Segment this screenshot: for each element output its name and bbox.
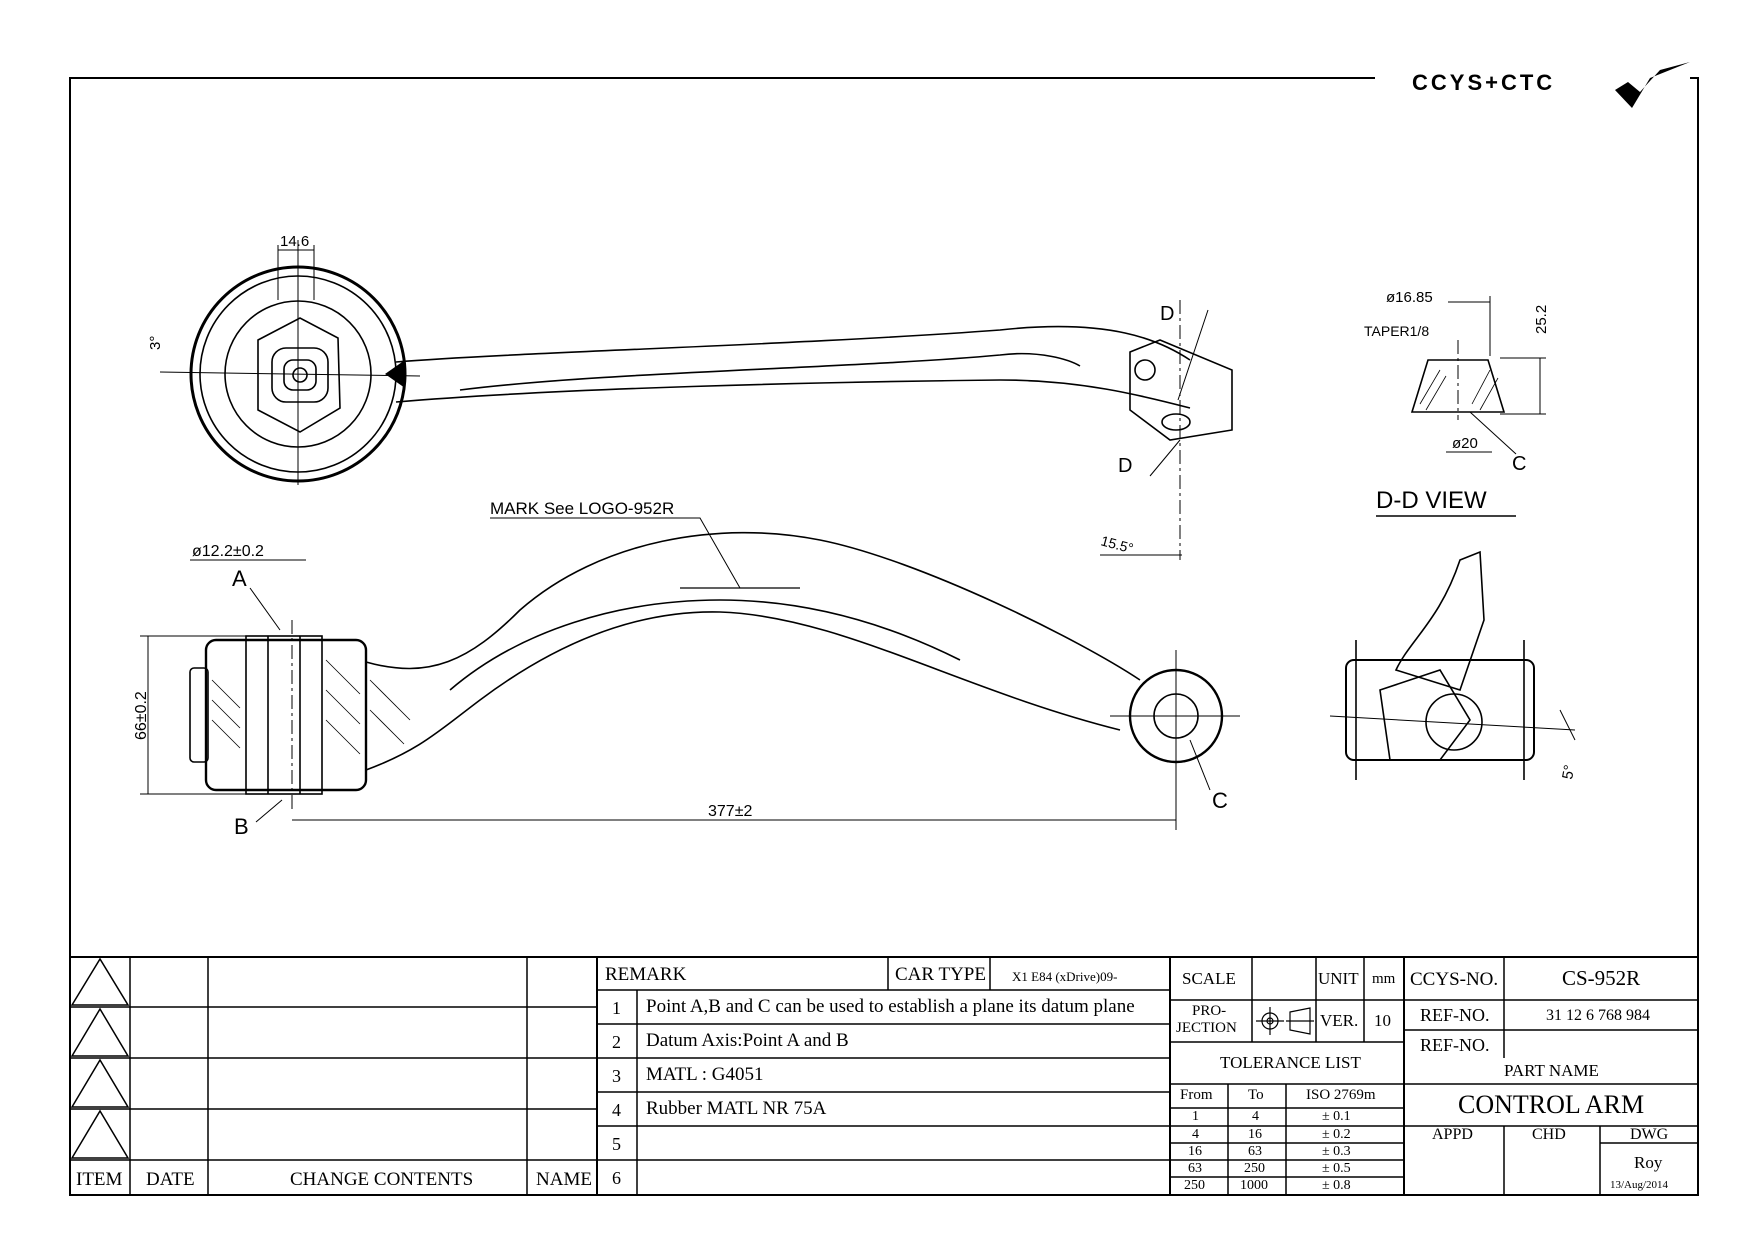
brand-logo-text: CCYS+CTC: [1412, 70, 1555, 95]
dd-view: [1376, 296, 1546, 517]
tol-cell: 1: [1192, 1109, 1199, 1124]
dd-dim-bottom: ø20: [1452, 435, 1478, 452]
rev-header-change: CHANGE CONTENTS: [290, 1169, 474, 1190]
remark-num: 3: [612, 1066, 621, 1086]
end-view: [1329, 550, 1576, 780]
tol-cell: ± 0.2: [1322, 1127, 1351, 1142]
dd-dim-top: ø16.85: [1386, 289, 1433, 306]
end-dim-angle: 5°: [1559, 764, 1578, 781]
rev-header-name: NAME: [536, 1169, 592, 1190]
unit-label: UNIT: [1318, 969, 1359, 988]
tol-cell: 63: [1188, 1161, 1202, 1176]
tol-cell: 250: [1184, 1178, 1205, 1193]
brand-swoosh-icon: [1615, 62, 1690, 108]
dd-view-title: D-D VIEW: [1376, 487, 1487, 514]
point-c-label: C: [1212, 788, 1228, 813]
tolerance-title: TOLERANCE LIST: [1220, 1053, 1361, 1072]
unit-value: mm: [1372, 971, 1396, 987]
remark-num: 2: [612, 1032, 621, 1052]
dim-bore-diameter: ø12.2±0.2: [192, 543, 264, 560]
ccys-no-label: CCYS-NO.: [1410, 969, 1499, 990]
remark-text: Rubber MATL NR 75A: [646, 1098, 827, 1119]
part-name-label: PART NAME: [1504, 1061, 1599, 1080]
projection-label-1: PRO-: [1192, 1003, 1227, 1019]
point-a-label: A: [232, 566, 247, 591]
appd-label: APPD: [1432, 1126, 1473, 1143]
revision-triangles: [70, 957, 130, 1159]
dim-overall-length: 377±2: [708, 803, 752, 820]
projection-symbol-icon: [1256, 1007, 1314, 1035]
section-label-d-top: D: [1160, 303, 1174, 325]
remark-header: REMARK: [605, 964, 687, 985]
rev-header-item: ITEM: [76, 1169, 123, 1190]
ver-label: VER.: [1320, 1011, 1359, 1030]
dwg-name: Roy: [1634, 1153, 1663, 1172]
sheet-border: [69, 77, 1699, 1196]
remark-text: MATL : G4051: [646, 1064, 764, 1085]
tol-cell: 250: [1244, 1161, 1265, 1176]
tol-cell: 1000: [1240, 1178, 1268, 1193]
remark-num: 5: [612, 1134, 621, 1154]
dd-dim-height: 25.2: [1533, 305, 1550, 334]
remark-text: Point A,B and C can be used to establish…: [646, 996, 1135, 1017]
tol-header-from: From: [1180, 1087, 1213, 1103]
remark-num: 1: [612, 998, 621, 1018]
revision-triangle-icon: [70, 1109, 130, 1159]
revision-triangle-icon: [70, 957, 130, 1006]
dim-top-angle: 3°: [147, 336, 164, 350]
remark-text: Datum Axis:Point A and B: [646, 1030, 849, 1051]
dwg-date: 13/Aug/2014: [1610, 1179, 1669, 1191]
dim-bushing-height: 66±0.2: [133, 691, 150, 740]
remark-num: 6: [612, 1168, 621, 1188]
dd-taper: TAPER1/8: [1364, 323, 1429, 339]
ver-value: 10: [1374, 1011, 1391, 1030]
rev-header-date: DATE: [146, 1169, 195, 1190]
hatch-bushing: [211, 659, 411, 755]
top-view-dimensions: [277, 245, 1209, 556]
mark-note: MARK See LOGO-952R: [490, 499, 674, 518]
revision-triangle-icon: [70, 1058, 130, 1108]
tol-cell: ± 0.5: [1322, 1161, 1351, 1176]
revision-triangle-icon: [70, 1007, 130, 1057]
brand-logo: CCYS+CTC: [1412, 62, 1690, 108]
dim-top-width: 14.6: [280, 233, 309, 250]
point-b-label: B: [234, 814, 249, 839]
ccys-no-value: CS-952R: [1562, 966, 1641, 990]
car-type-value: X1 E84 (xDrive)09-: [1012, 969, 1118, 984]
dd-point-c-label: C: [1512, 453, 1526, 475]
ref-no-value: 31 12 6 768 984: [1546, 1007, 1650, 1024]
projection-label-2: JECTION: [1176, 1020, 1237, 1036]
tol-cell: 16: [1188, 1144, 1202, 1159]
tol-cell: ± 0.3: [1322, 1144, 1351, 1159]
tol-header-iso: ISO 2769m: [1306, 1087, 1376, 1103]
table-grid: [70, 956, 1698, 1195]
tol-cell: ± 0.8: [1322, 1178, 1351, 1193]
side-view-dimensions: [140, 517, 1211, 830]
tol-cell: 16: [1248, 1127, 1262, 1142]
dwg-label: DWG: [1630, 1126, 1669, 1143]
top-view: [159, 240, 1233, 560]
ref-no-label-2: REF-NO.: [1420, 1035, 1490, 1055]
section-label-d-bottom: D: [1118, 455, 1132, 477]
hatch-taper: [1419, 369, 1499, 411]
tol-cell: 63: [1248, 1144, 1262, 1159]
ref-no-label: REF-NO.: [1420, 1005, 1490, 1025]
tol-cell: ± 0.1: [1322, 1109, 1351, 1124]
tol-cell: 4: [1192, 1127, 1199, 1142]
remark-num: 4: [612, 1100, 621, 1120]
chd-label: CHD: [1532, 1126, 1566, 1143]
part-name-value: CONTROL ARM: [1458, 1090, 1645, 1119]
scale-label: SCALE: [1182, 969, 1236, 988]
tol-header-to: To: [1248, 1087, 1264, 1103]
car-type-label: CAR TYPE: [895, 964, 986, 985]
tol-cell: 4: [1252, 1109, 1259, 1124]
